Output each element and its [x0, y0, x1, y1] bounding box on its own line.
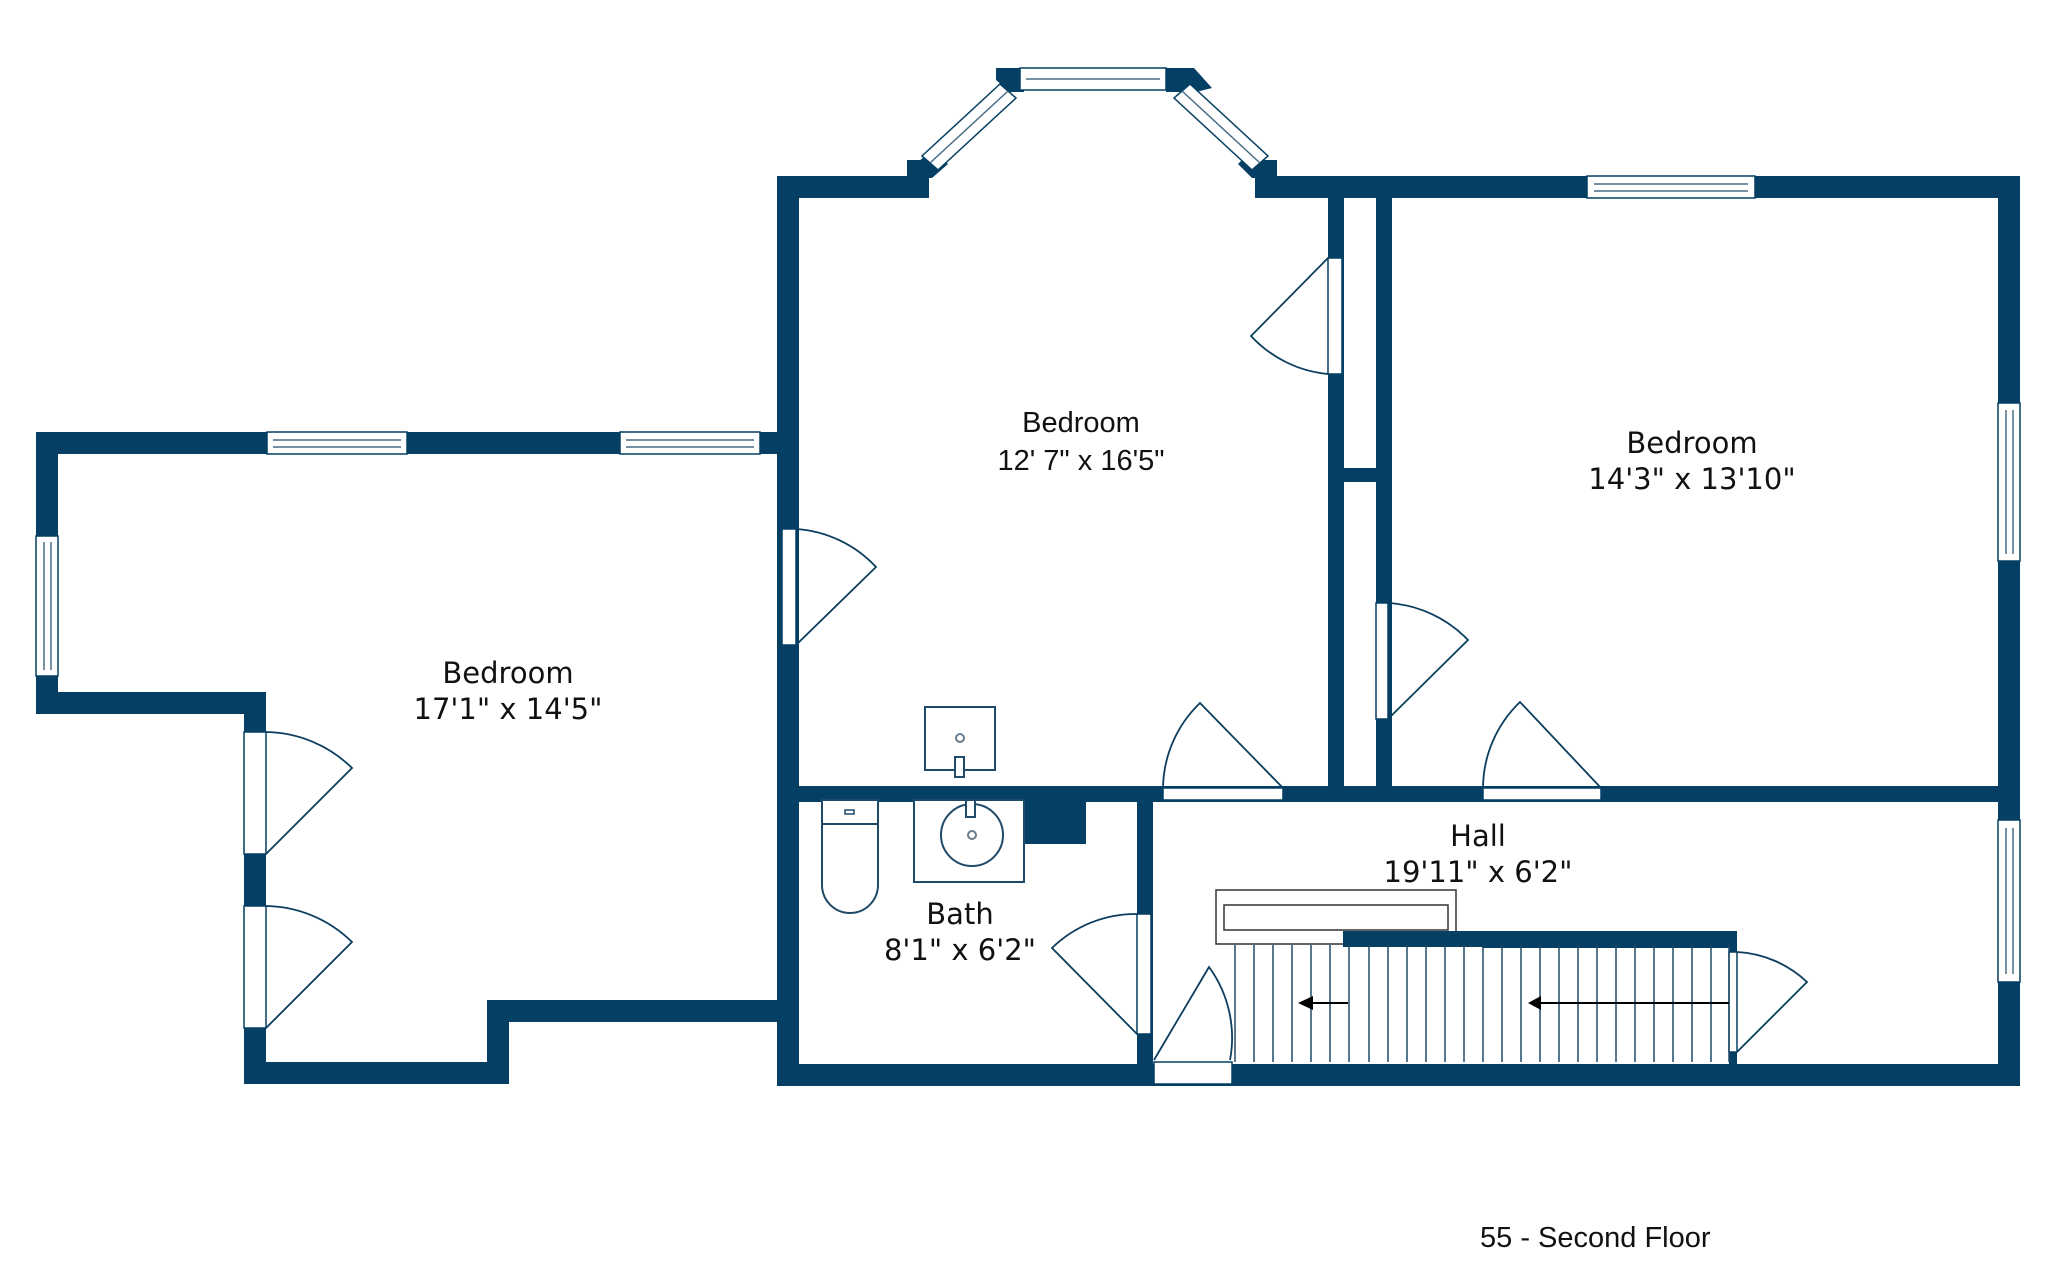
window-icon [1019, 67, 1167, 91]
door-swing-icon [1050, 913, 1152, 1035]
window-icon [1172, 82, 1270, 172]
floor-caption: 55 - Second Floor [1480, 1222, 1711, 1254]
room-name: Hall [1450, 819, 1506, 853]
room-bath: Bath 8'1" x 6'2" [884, 897, 1036, 967]
room-dimensions: 17'1" x 14'5" [414, 692, 603, 726]
window-icon [619, 431, 761, 455]
room-name: Bedroom [1626, 426, 1757, 460]
door-swing-icon [1482, 700, 1602, 801]
door-swing-icon [781, 528, 878, 646]
door-swing-icon [243, 905, 354, 1029]
window-icon [1586, 175, 1756, 199]
door-swing-icon [243, 731, 354, 855]
door-swing-icon [1153, 965, 1233, 1085]
door-swing-icon [1728, 951, 1809, 1053]
room-bedroom-1: Bedroom 17'1" x 14'5" [414, 656, 603, 726]
room-bedroom-2: Bedroom 12' 7" x 16'5" [997, 407, 1164, 477]
room-name: Bedroom [442, 656, 573, 690]
sink-icon [913, 799, 1025, 883]
stair-arrow-icon [1298, 996, 1729, 1010]
window-icon [1997, 819, 2021, 983]
toilet-icon [821, 799, 879, 914]
fixtures [821, 706, 1025, 914]
room-dimensions: 19'11" x 6'2" [1384, 855, 1573, 889]
windows [35, 67, 2021, 983]
door-swing-icon [1375, 602, 1470, 720]
room-hall: Hall 19'11" x 6'2" [1384, 819, 1573, 889]
door-swing-icon [1249, 257, 1343, 375]
window-icon [35, 535, 59, 677]
window-icon [266, 431, 408, 455]
stairs-icon [1215, 889, 1737, 1062]
room-dimensions: 8'1" x 6'2" [884, 933, 1036, 967]
room-name: Bedroom [1022, 407, 1140, 439]
window-icon [1997, 402, 2021, 562]
room-dimensions: 12' 7" x 16'5" [997, 445, 1164, 477]
room-labels: Bedroom 17'1" x 14'5" Bedroom 12' 7" x 1… [414, 407, 1796, 967]
doors [243, 257, 1809, 1085]
room-bedroom-3: Bedroom 14'3" x 13'10" [1588, 426, 1795, 496]
walls [36, 68, 2020, 1086]
door-swing-icon [1162, 701, 1284, 801]
window-icon [920, 82, 1018, 172]
room-name: Bath [926, 897, 993, 931]
room-dimensions: 14'3" x 13'10" [1588, 462, 1795, 496]
sink-icon [924, 706, 996, 778]
